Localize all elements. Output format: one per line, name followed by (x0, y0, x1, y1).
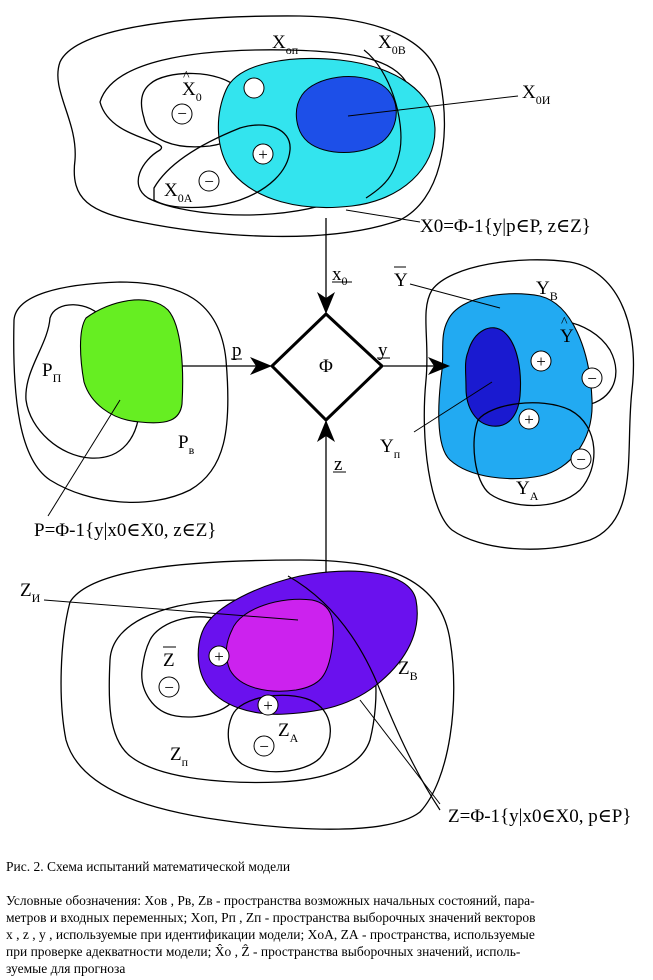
caption-line: метров и входных переменных; Xоп, Pп , Z… (6, 910, 536, 925)
label-y-hat: Y (560, 326, 574, 347)
formula-x0: X0=Φ-1{y|p∈P, z∈Z} (420, 216, 591, 237)
p-v-region (13, 281, 229, 503)
label-x0-hat: X0 (182, 79, 202, 104)
svg-text:−: − (177, 104, 187, 123)
caption-line: зуемые для прогноза (6, 961, 126, 976)
label-z-a: ZА (278, 720, 299, 745)
x0v-region (57, 15, 446, 238)
label-y-bar: Y (394, 270, 408, 291)
svg-text:+: + (536, 352, 546, 371)
label-z-i: ZИ (20, 580, 41, 605)
svg-text:+: + (263, 696, 273, 715)
leader-x0-formula (345, 209, 421, 223)
svg-text:+: + (214, 647, 224, 666)
svg-text:−: − (164, 678, 174, 697)
z-i-magenta-region (225, 598, 334, 692)
label-y-p: Yп (380, 436, 401, 461)
y-p-navy-region (464, 327, 521, 427)
leader-p-formula (47, 399, 121, 517)
svg-text:−: − (576, 450, 586, 469)
z-p-region (108, 599, 377, 784)
leader-z-i (43, 599, 299, 621)
z-a-region (227, 694, 331, 773)
label-y-v: YВ (536, 278, 558, 303)
label-p-p: PП (42, 360, 62, 385)
label-y-a: YА (516, 478, 539, 503)
label-x-op: Xоп (272, 32, 299, 57)
formula-p: P=Φ-1{y|x0∈X0, z∈Z} (34, 520, 216, 541)
caption-line: при проверке адекватности модели; X̂о , … (6, 944, 521, 959)
z-space-cluster: + + − − ZИ Z ZВ ZА Zп Z=Φ-1{y|x0∈X0, p∈P… (20, 559, 632, 830)
caption-line: x , z , y , используемые при идентификац… (6, 927, 535, 942)
leader-x0i (347, 95, 519, 117)
x0a-region (153, 124, 291, 209)
arrow-z-label: z (334, 454, 342, 475)
y-a-region (473, 402, 595, 507)
svg-text:−: − (259, 737, 269, 756)
label-p-v: Pв (178, 432, 195, 457)
plus-marker: + (252, 143, 274, 165)
formula-z: Z=Φ-1{y|x0∈X0, p∈P} (448, 806, 632, 827)
arrow-y-label: y (378, 340, 388, 361)
leader-y-p (413, 381, 493, 433)
plus-marker: + (530, 350, 552, 372)
label-z-bar: Z (163, 650, 175, 671)
label-x-0a: X0А (164, 180, 193, 205)
test-scheme-diagram: + − − Xоп X0В X0 ^ X0И X0А X0=Φ-1{y|p∈P,… (13, 15, 635, 830)
x0-hat-region (140, 72, 251, 148)
plus-marker: + (208, 645, 230, 667)
svg-text:−: − (587, 369, 597, 388)
minus-marker: − (570, 448, 592, 470)
label-x-0i: X0И (522, 82, 551, 107)
plus-marker: + (257, 694, 279, 716)
x-space-cluster: + − − Xоп X0В X0 ^ X0И X0А X0=Φ-1{y|p∈P,… (57, 15, 591, 238)
empty-marker (243, 77, 265, 99)
z-v-stroke (287, 575, 441, 811)
y-v-region (423, 259, 635, 550)
minus-marker: − (198, 170, 220, 192)
caption-title: Рис. 2. Схема испытаний математической м… (6, 859, 291, 874)
label-z-p: Zп (170, 744, 189, 769)
svg-text:+: + (258, 145, 268, 164)
caption-line: Условные обозначения: Xов , Pв, Zв - про… (6, 893, 535, 908)
minus-marker: − (253, 735, 275, 757)
plus-marker: + (518, 408, 540, 430)
leader-y-bar (409, 283, 501, 309)
svg-text:+: + (524, 410, 534, 429)
z-v-region (60, 559, 455, 830)
y-space-cluster: + + − − Y YВ Y ^ Yп YА (380, 259, 635, 550)
x0i-inner-region (295, 76, 397, 153)
label-z-v: ZВ (398, 658, 418, 683)
x-op-stroke (363, 49, 402, 199)
minus-marker: − (171, 103, 193, 125)
p-v-green-region (80, 299, 184, 424)
minus-marker: − (158, 676, 180, 698)
arrow-x0-label: x0 (332, 264, 348, 288)
hat-mark: ^ (561, 315, 568, 330)
minus-marker: − (581, 367, 603, 389)
phi-label: Φ (319, 356, 333, 377)
svg-text:−: − (204, 172, 214, 191)
arrow-p-label: p (232, 340, 242, 361)
leader-z-formula (359, 699, 441, 805)
hat-mark: ^ (183, 69, 190, 84)
model-block: Φ x0 p y z (182, 218, 450, 572)
label-x-0v: X0В (378, 32, 406, 57)
p-space-cluster: PП Pв P=Φ-1{y|x0∈X0, z∈Z} (13, 281, 229, 541)
